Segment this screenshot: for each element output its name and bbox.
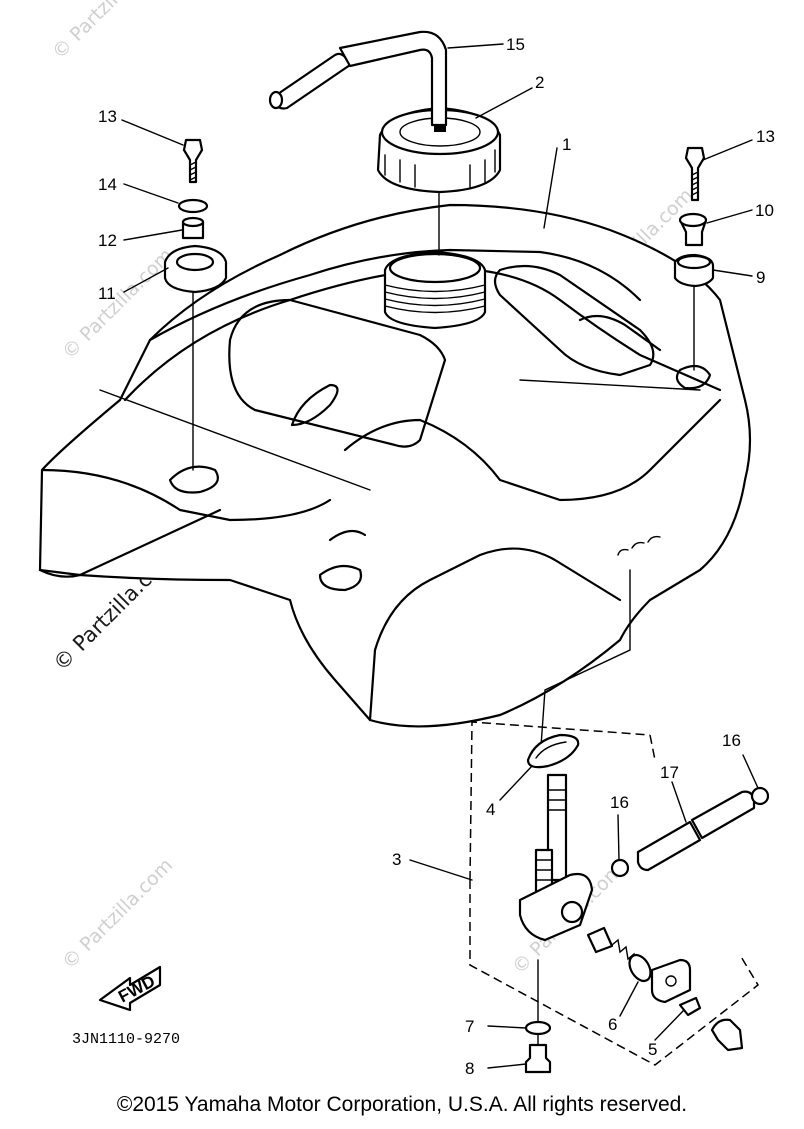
right-mount-parts bbox=[673, 146, 715, 288]
callout-2: 2 bbox=[535, 73, 544, 92]
fwd-arrow: FWD bbox=[98, 965, 162, 1012]
callout-12: 12 bbox=[98, 231, 117, 250]
part-code: 3JN1110-9270 bbox=[72, 1031, 180, 1048]
callout-11: 11 bbox=[98, 284, 116, 303]
callout-10: 10 bbox=[755, 201, 774, 220]
callout-17: 17 bbox=[660, 763, 679, 782]
callout-13-right: 13 bbox=[756, 127, 775, 146]
copyright-notice: ©2015 Yamaha Motor Corporation, U.S.A. A… bbox=[116, 1093, 688, 1116]
left-mount-parts bbox=[163, 138, 228, 294]
callout-1: 1 bbox=[562, 135, 571, 154]
callout-numbers: 1 2 3 4 5 6 7 8 9 10 11 12 13 13 14 15 1… bbox=[98, 35, 775, 1078]
callout-14: 14 bbox=[98, 175, 117, 194]
callout-6: 6 bbox=[608, 1015, 617, 1034]
callout-3: 3 bbox=[392, 850, 401, 869]
assembly-lines bbox=[192, 191, 695, 1051]
watermark-1: © Partzilla.com bbox=[48, 0, 167, 64]
leader-lines bbox=[121, 43, 759, 1069]
watermark-6: © Partzilla.com bbox=[58, 854, 177, 973]
fwd-label: FWD bbox=[115, 972, 158, 1007]
callout-4: 4 bbox=[486, 800, 495, 819]
fuel-cap bbox=[376, 106, 502, 194]
callout-15: 15 bbox=[506, 35, 525, 54]
callout-16-upper: 16 bbox=[722, 731, 741, 750]
fuel-tank bbox=[38, 203, 752, 728]
callout-13-left: 13 bbox=[98, 107, 117, 126]
callout-5: 5 bbox=[648, 1040, 657, 1059]
fuel-cock-assembly bbox=[469, 721, 770, 1074]
breather-hose bbox=[268, 30, 448, 127]
callout-8: 8 bbox=[465, 1059, 474, 1078]
callout-16-lower: 16 bbox=[610, 793, 629, 812]
callout-9: 9 bbox=[756, 268, 765, 287]
callout-7: 7 bbox=[465, 1017, 474, 1036]
